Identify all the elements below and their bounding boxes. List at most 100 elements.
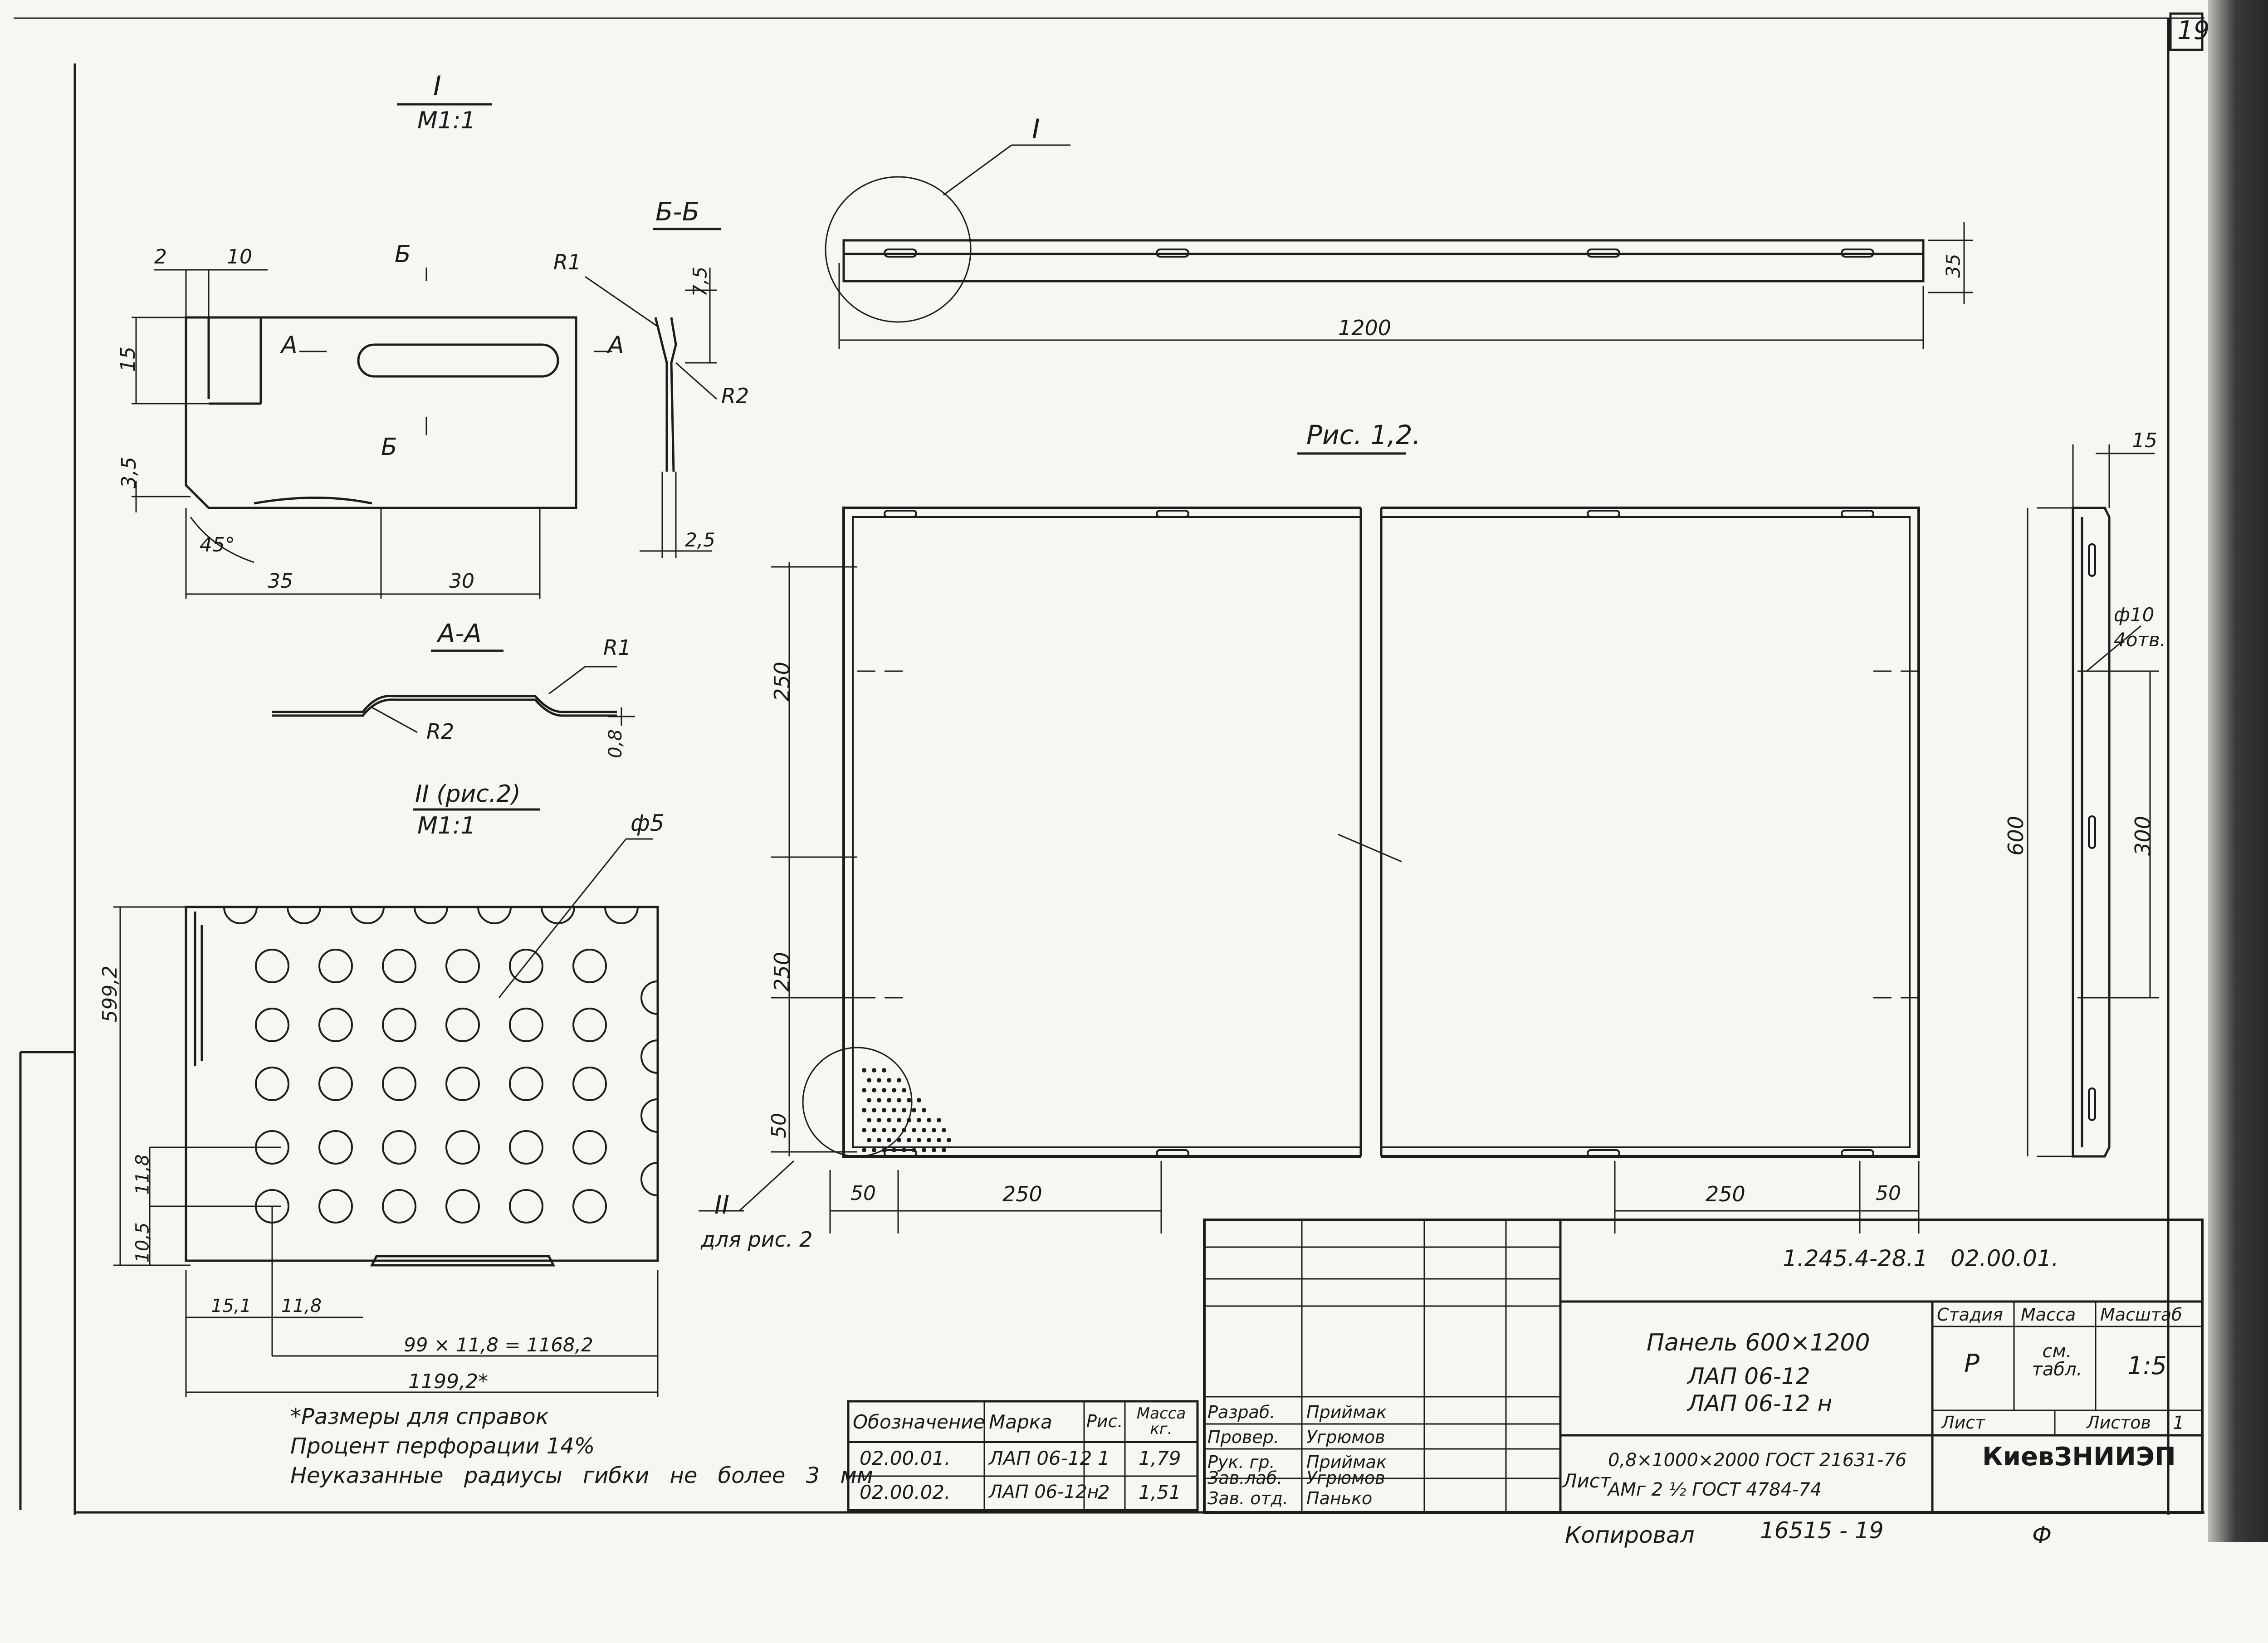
perforation-dot (862, 1068, 866, 1073)
section-BB-title: Б-Б (655, 197, 700, 227)
top-view-1200: 1200 (1338, 316, 1392, 340)
spec-row-1-mass: 1,79 (1139, 1447, 1181, 1469)
dim-30: 30 (449, 570, 474, 593)
perforation-hole (509, 1189, 543, 1224)
name-group-head: Приймак (1306, 1452, 1387, 1472)
perforation-holes (223, 907, 658, 1224)
name-lab-head: Угрюмов (1306, 1468, 1385, 1488)
side-hole-dia: ф10 (2114, 604, 2155, 626)
dim-15: 15 (117, 346, 140, 372)
slot (1587, 1149, 1620, 1157)
slot (1841, 249, 1874, 258)
view-II-599: 599,2 (98, 965, 122, 1023)
main-250-mid: 250 (769, 952, 794, 992)
perforation-dot (882, 1108, 886, 1112)
perforation-hole (572, 1008, 607, 1042)
slot (1156, 249, 1189, 258)
perforation-dot (922, 1148, 926, 1152)
slot (1156, 1149, 1189, 1157)
perforation-detail-dots (862, 1068, 951, 1152)
copy-number: 16515 - 19 (1760, 1517, 1884, 1544)
edge-half-hole (350, 907, 385, 924)
perforation-dot (872, 1108, 876, 1112)
material-line-2: АМг 2 ½ ГОСТ 4784-74 (1608, 1479, 1822, 1500)
view-II-15-1: 15,1 (211, 1296, 252, 1316)
perforation-dot (907, 1118, 911, 1122)
perforation-dot (947, 1138, 951, 1142)
perforation-dot (937, 1118, 941, 1122)
section-AA-r1: R1 (603, 635, 631, 660)
main-250-h-left: 250 (1002, 1182, 1042, 1206)
spec-row-2-designation: 02.00.02. (860, 1481, 951, 1503)
perforation-hole (509, 949, 543, 983)
perforation-hole (318, 1067, 353, 1101)
perforation-hole (509, 1008, 543, 1042)
role-lab-head: Зав.лаб. (1207, 1468, 1283, 1488)
perforation-dot (862, 1108, 866, 1112)
perforation-hole (318, 1189, 353, 1224)
dim-45: 45° (200, 533, 235, 556)
perforation-dot (902, 1088, 906, 1092)
edge-half-hole (541, 907, 575, 924)
spec-header-designation: Обозначение (853, 1411, 985, 1433)
spec-row-2-fig: 2 (1098, 1481, 1110, 1503)
name-checker: Угрюмов (1306, 1427, 1385, 1447)
perforation-hole (445, 1189, 480, 1224)
perforation-hole (572, 949, 607, 983)
side-hole-count: 4отв. (2114, 629, 2166, 651)
section-AA-0-8: 0,8 (605, 729, 626, 758)
note-perforation: Процент перфорации 14% (290, 1433, 595, 1459)
sheet-number: 19 (2177, 16, 2210, 45)
perforation-dot (877, 1118, 881, 1122)
perforation-dot (902, 1108, 906, 1112)
role-group-head: Рук. гр. (1207, 1452, 1275, 1472)
perforation-dot (917, 1098, 921, 1102)
perforation-dot (922, 1128, 926, 1132)
note-reference-dims: *Размеры для справок (290, 1404, 549, 1429)
perforation-dot (927, 1138, 931, 1142)
dim-3-5: 3,5 (117, 457, 141, 488)
perforation-dot (892, 1108, 896, 1112)
edge-half-hole (640, 980, 658, 1015)
side-15: 15 (2132, 429, 2157, 452)
main-50-v: 50 (767, 1113, 791, 1138)
material-label: Лист (1563, 1470, 1611, 1492)
section-BB-r1: R1 (553, 250, 582, 274)
material-line-1: 0,8×1000×2000 ГОСТ 21631-76 (1608, 1450, 1907, 1471)
scale-value: 1:5 (2127, 1351, 2167, 1380)
perforation-dot (897, 1118, 901, 1122)
spec-row-2-mass: 1,51 (1139, 1481, 1181, 1503)
doc-number: 02.00.01. (1950, 1245, 2059, 1272)
perforation-dot (897, 1138, 901, 1142)
dim-2: 2 (154, 245, 167, 268)
perforation-dot (902, 1128, 906, 1132)
sheet-header: Лист (1941, 1413, 1985, 1433)
main-callout-II: II (714, 1190, 730, 1220)
format-label: Ф (2032, 1522, 2052, 1548)
slot (1841, 1149, 1874, 1157)
perforation-dot (932, 1128, 936, 1132)
scale-header: Масштаб (2100, 1305, 2182, 1325)
spec-row-1-mark: ЛАП 06-12 (989, 1447, 1092, 1469)
perforation-hole (255, 949, 289, 983)
perforation-dot (897, 1098, 901, 1102)
perforation-dot (892, 1088, 896, 1092)
perforation-dot (877, 1098, 881, 1102)
view-II-11-8-v: 11,8 (132, 1154, 153, 1195)
product-name-3: ЛАП 06-12 н (1687, 1390, 1833, 1417)
perforation-dot (887, 1078, 891, 1082)
main-50-h-left: 50 (850, 1182, 876, 1205)
perforation-hole (255, 1067, 289, 1101)
perforation-hole (445, 1067, 480, 1101)
perforation-dot (862, 1128, 866, 1132)
name-dept-head: Панько (1306, 1488, 1373, 1508)
view-II-10-5: 10,5 (132, 1222, 153, 1263)
perforation-dot (862, 1148, 866, 1152)
slot (884, 510, 917, 518)
view-II-11-8-h: 11,8 (281, 1296, 322, 1316)
doc-code: 1.245.4-28.1 (1783, 1245, 1928, 1272)
perforation-dot (872, 1148, 876, 1152)
dim-10: 10 (227, 245, 252, 268)
